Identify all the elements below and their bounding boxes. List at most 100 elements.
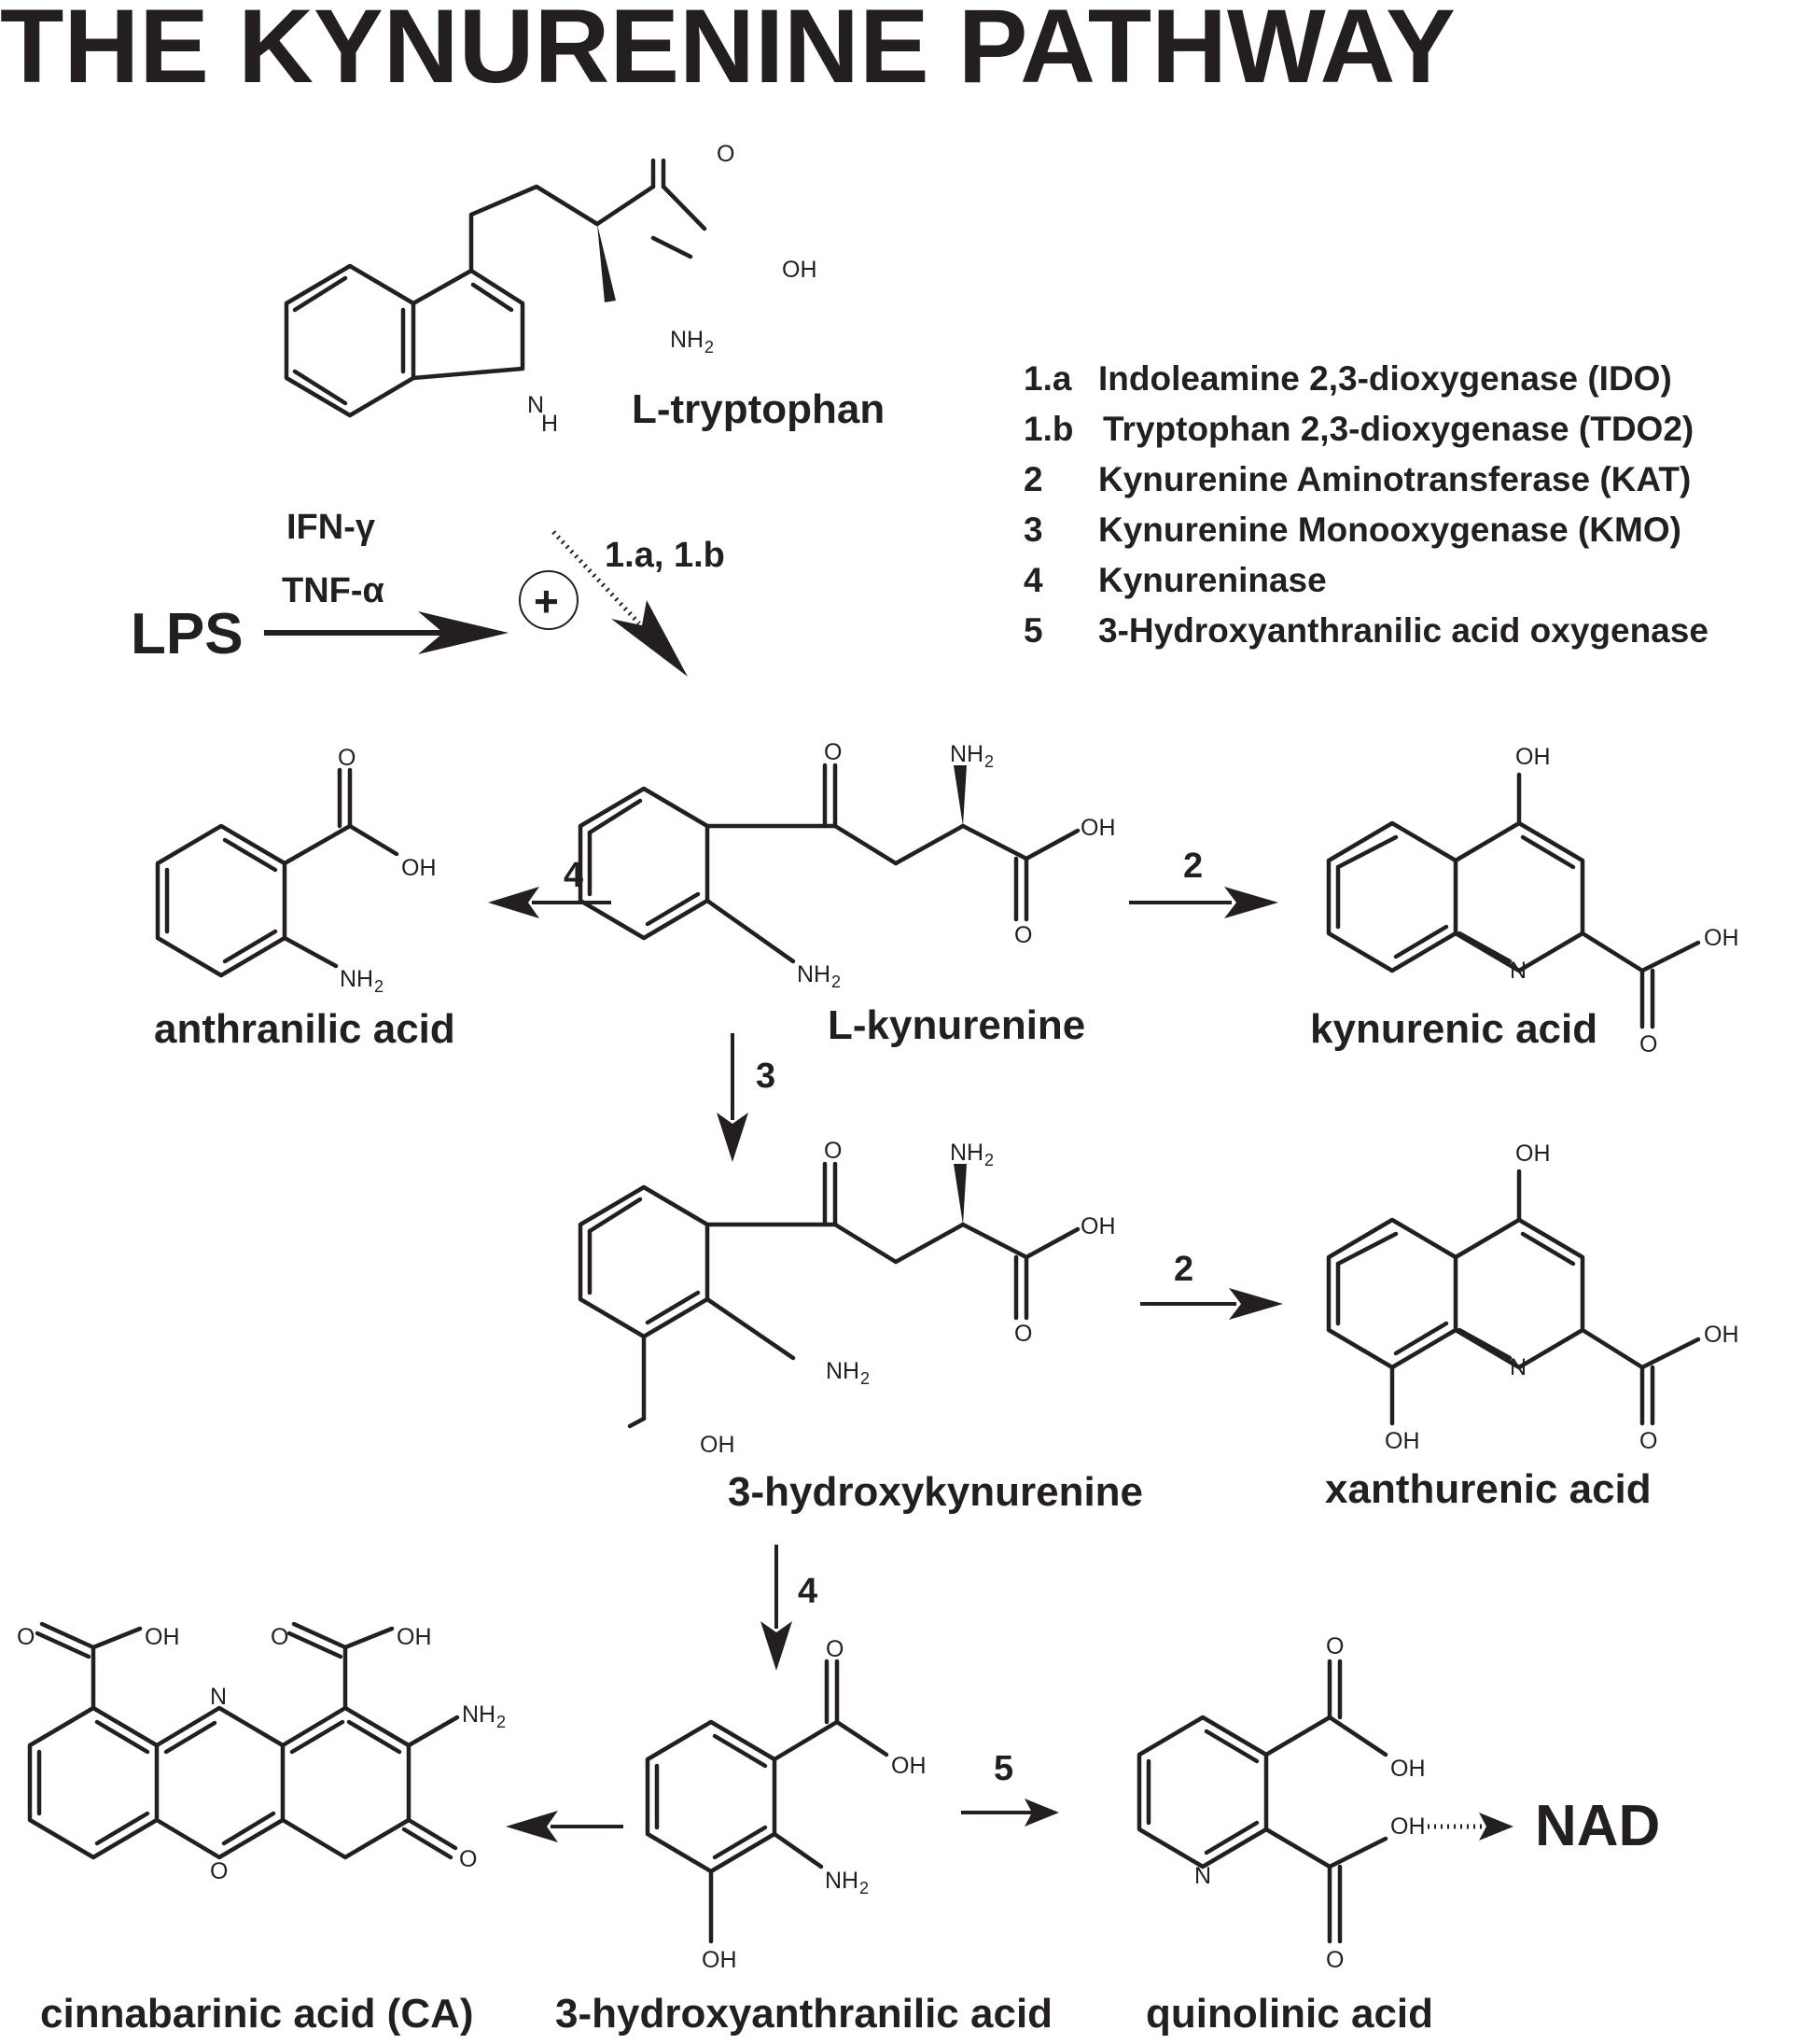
induction-dotted-arrow <box>551 530 641 625</box>
atom-label: OH <box>1515 1141 1551 1167</box>
legend-number: 4 <box>1024 561 1043 599</box>
atom-label: NH <box>825 1868 858 1894</box>
atom-label: O <box>1639 1031 1657 1057</box>
legend-enzyme: Indoleamine 2,3-dioxygenase (IDO) <box>1098 359 1672 398</box>
legend-number: 2 <box>1024 460 1043 498</box>
atom-label: 2 <box>984 1151 994 1169</box>
atom-label: NH <box>826 1358 859 1384</box>
atom-label: O <box>271 1624 288 1650</box>
legend-enzyme: Kynurenine Aminotransferase (KAT) <box>1098 460 1691 498</box>
compound-name-cinnabarinic: cinnabarinic acid (CA) <box>40 1991 474 2037</box>
lps-label: LPS <box>131 602 244 666</box>
xanthurenic-acid-structure: OH N OH O OH <box>1326 1141 1739 1454</box>
step-label: 2 <box>1174 1250 1193 1289</box>
atom-label: OH <box>1515 744 1551 770</box>
atom-label: OH <box>891 1753 927 1779</box>
atom-label: O <box>17 1624 35 1650</box>
step-label: 4 <box>564 856 583 895</box>
atom-label: 2 <box>831 973 841 991</box>
legend-number: 5 <box>1024 611 1043 650</box>
compound-name-nad: NAD <box>1535 1794 1660 1858</box>
atom-label: O <box>1014 1321 1032 1347</box>
arrow-head <box>488 887 539 918</box>
kynurenic-acid-structure: OH N OH O <box>1326 744 1739 1057</box>
atom-label: NH <box>462 1701 495 1728</box>
hydroxyanthranilic-acid-structure: O OH NH 2 OH <box>645 1636 927 1973</box>
enzyme-legend: 1.a Indoleamine 2,3-dioxygenase (IDO) 1.… <box>1024 359 1708 650</box>
atom-label: N <box>527 392 544 418</box>
compound-name-quinolinic: quinolinic acid <box>1146 1991 1433 2037</box>
atom-label: OH <box>1704 925 1739 951</box>
atom-label: OH <box>401 855 437 881</box>
arrow-head <box>1229 1288 1283 1320</box>
atom-label: OH <box>700 1432 735 1458</box>
step-label: 2 <box>1183 847 1203 886</box>
step-label: 4 <box>798 1572 817 1611</box>
atom-label: O <box>1326 1633 1344 1659</box>
atom-label: N <box>210 1684 227 1710</box>
anthranilic-acid-structure: O OH NH 2 <box>155 745 437 996</box>
atom-label: OH <box>702 1947 737 1973</box>
atom-label: OH <box>1385 1428 1420 1454</box>
legend-enzyme: Tryptophan 2,3-dioxygenase (TDO2) <box>1103 410 1694 448</box>
induction-arrow-head <box>611 600 688 677</box>
atom-label: O <box>1326 1947 1344 1973</box>
atom-label: NH <box>340 966 373 992</box>
arrow-head <box>1025 1799 1059 1827</box>
atom-label: N <box>1510 958 1527 984</box>
atom-label: O <box>1639 1428 1657 1454</box>
atom-label: OH <box>1081 1213 1116 1239</box>
compound-name-hydroxykynurenine: 3-hydroxykynurenine <box>728 1469 1143 1515</box>
atom-label: 2 <box>374 977 384 996</box>
atom-label: N <box>1510 1354 1527 1380</box>
atom-label: O <box>717 141 734 167</box>
atom-label: NH <box>670 327 704 353</box>
diagram-title: THE KYNURENINE PATHWAY <box>0 0 1456 105</box>
atom-label: O <box>210 1858 228 1884</box>
compound-name-xanthurenic: xanthurenic acid <box>1325 1466 1652 1512</box>
step-label: 3 <box>756 1057 775 1096</box>
atom-label: O <box>459 1846 477 1872</box>
plus-circle <box>519 570 579 630</box>
tnf-alpha-label: TNF-α <box>282 571 384 610</box>
atom-label: OH <box>397 1624 432 1650</box>
atom-label: H <box>541 411 558 437</box>
arrow-head <box>1224 887 1278 918</box>
atom-label: NH <box>797 961 830 987</box>
atom-label: O <box>1014 922 1032 948</box>
compound-name-kynurenic: kynurenic acid <box>1310 1006 1597 1052</box>
legend-enzyme: Kynurenine Monooxygenase (KMO) <box>1098 511 1681 549</box>
arrow-head <box>760 1621 792 1671</box>
atom-label: O <box>338 745 356 771</box>
atom-label: O <box>824 739 842 765</box>
atom-label: OH <box>782 257 817 283</box>
atom-label: OH <box>1704 1322 1739 1348</box>
legend-number: 1.a <box>1024 359 1072 398</box>
atom-label: 2 <box>704 338 714 357</box>
atom-label: 2 <box>859 1879 869 1897</box>
legend-number: 3 <box>1024 511 1043 549</box>
atom-label: OH <box>145 1624 180 1650</box>
compound-name-hydroxyanthranilic: 3-hydroxyanthranilic acid <box>555 1991 1053 2037</box>
compound-name-tryptophan: L-tryptophan <box>632 386 885 432</box>
legend-enzyme: 3-Hydroxyanthranilic acid oxygenase <box>1098 611 1708 650</box>
step-label-1: 1.a, 1.b <box>605 536 725 575</box>
atom-label: 2 <box>860 1369 870 1388</box>
plus-sign: + <box>534 577 559 625</box>
tryptophan-structure: O OH NH 2 N H <box>284 141 817 437</box>
ifn-gamma-label: IFN-γ <box>286 508 375 547</box>
arrow-head <box>506 1811 558 1842</box>
lps-arrow-head <box>418 611 509 654</box>
quinolinic-acid-structure: O OH N OH O <box>1137 1633 1426 1973</box>
atom-label: 2 <box>984 752 994 771</box>
atom-label: 2 <box>496 1713 506 1731</box>
atom-label: NH <box>950 741 983 767</box>
atom-label: NH <box>950 1140 983 1166</box>
atom-label: OH <box>1390 1813 1426 1840</box>
legend-number: 1.b <box>1024 410 1073 448</box>
atom-label: OH <box>1390 1756 1426 1782</box>
legend-enzyme: Kynureninase <box>1098 561 1327 599</box>
hydroxykynurenine-structure: O NH 2 OH O NH 2 OH <box>578 1138 1116 1458</box>
atom-label: O <box>826 1636 844 1662</box>
